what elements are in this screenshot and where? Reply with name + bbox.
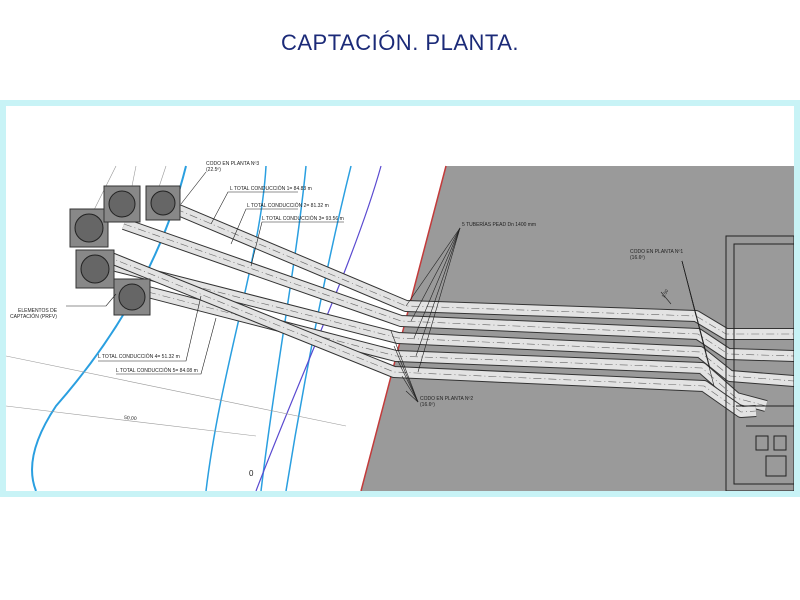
capture-element (113, 278, 151, 316)
conduccion-5-label: L TOTAL CONDUCCIÓN 5= 84.08 m (116, 367, 198, 374)
contour-line (205, 165, 267, 491)
leader-line (116, 317, 217, 375)
elementos-line-1: ELEMENTOS DE (18, 308, 58, 314)
codo-3-label: CODO EN PLANTA Nº3 (22.5º) (206, 161, 261, 173)
plan-drawing: 50.00 (6, 161, 794, 491)
codo-1-angle-label: (16.6º) (630, 255, 645, 261)
zero-mark: 0 (249, 469, 254, 478)
capture-elements (69, 185, 181, 316)
capture-element (103, 185, 141, 223)
leader-line (180, 171, 207, 205)
leader-line (415, 227, 461, 357)
pipeline-axis (175, 208, 794, 335)
elementos-line-2: CAPTACIÓN (PRFV) (10, 313, 57, 320)
codo-1-label: CODO EN PLANTA Nº1 (630, 249, 683, 255)
survey-line (6, 355, 347, 427)
leader-line (410, 227, 461, 322)
slide: 50.00 (6, 106, 794, 491)
elementos-captacion-label: ELEMENTOS DE CAPTACIÓN (PRFV) (10, 308, 58, 320)
capture-element (145, 185, 181, 221)
pipelines (103, 203, 794, 418)
leader-line (66, 293, 117, 307)
codo-2-line-2: (16.6º) (420, 402, 435, 408)
leader-line (230, 208, 298, 245)
codo-3-line-1: CODO EN PLANTA Nº3 (206, 161, 259, 167)
conduccion-3-label: L TOTAL CONDUCCIÓN 3= 93.56 m (262, 215, 344, 222)
contour-line (31, 165, 187, 491)
capture-element (75, 249, 115, 289)
leader-line (390, 330, 419, 403)
pipeline (114, 261, 794, 386)
leader-line (401, 375, 419, 403)
leader-line (98, 295, 202, 362)
leader-line (250, 221, 344, 267)
capture-element (69, 208, 109, 248)
pumping-station (725, 235, 794, 491)
leader-line (210, 191, 298, 225)
dimension-label: 50.00 (124, 415, 137, 422)
leader-line (405, 227, 461, 307)
conduccion-1-label: L TOTAL CONDUCCIÓN 1= 84.83 m (230, 185, 312, 192)
leader-lines (66, 171, 715, 403)
dimension-label: 1.50 (661, 288, 670, 299)
codo-3-line-2: (22.5º) (206, 167, 221, 173)
leader-line (397, 360, 419, 403)
pipeline-axis (123, 223, 794, 357)
leader-line (393, 345, 419, 403)
coastline (360, 165, 447, 491)
leader-line (405, 390, 419, 403)
survey-line (6, 405, 257, 437)
conduccion-4-label: L TOTAL CONDUCCIÓN 4= 51.32 m (98, 353, 180, 360)
page-title: CAPTACIÓN. PLANTA. (280, 30, 519, 55)
leader-line (417, 227, 461, 373)
tuberias-label: 5 TUBERÍAS PEAD Dn 1400 mm (462, 221, 536, 228)
codo-2-label: CODO EN PLANTA Nº2 (16.6º) (420, 396, 475, 408)
pipeline-axis (105, 255, 757, 413)
contour-line (260, 165, 307, 491)
leader-line (413, 227, 461, 339)
leader-line (681, 260, 715, 387)
conduccion-2-label: L TOTAL CONDUCCIÓN 2= 81.32 m (247, 202, 329, 209)
dimension-mark (660, 291, 672, 305)
slide-frame: 50.00 (0, 100, 800, 497)
codo-2-line-1: CODO EN PLANTA Nº2 (420, 396, 473, 402)
